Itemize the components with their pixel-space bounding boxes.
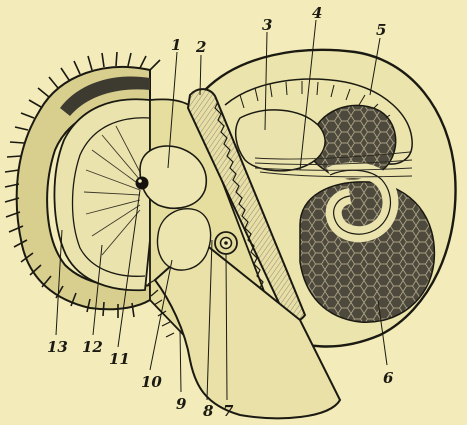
label-7: 7 <box>223 402 234 420</box>
label-11: 11 <box>109 350 130 368</box>
label-2: 2 <box>195 38 206 56</box>
eye-highlight <box>138 179 142 183</box>
label-13: 13 <box>47 338 68 356</box>
label-8: 8 <box>203 402 214 420</box>
label-5: 5 <box>376 21 386 39</box>
label-12: 12 <box>82 338 103 356</box>
label-4: 4 <box>312 4 322 22</box>
ring-center <box>224 241 228 245</box>
label-6: 6 <box>383 369 394 387</box>
organ-10 <box>157 209 210 270</box>
label-3: 3 <box>262 16 272 34</box>
label-10: 10 <box>141 373 162 391</box>
label-1: 1 <box>171 36 181 54</box>
eye-spot <box>136 177 149 190</box>
label-9: 9 <box>176 395 187 413</box>
cellular-mass-lower <box>300 182 434 322</box>
